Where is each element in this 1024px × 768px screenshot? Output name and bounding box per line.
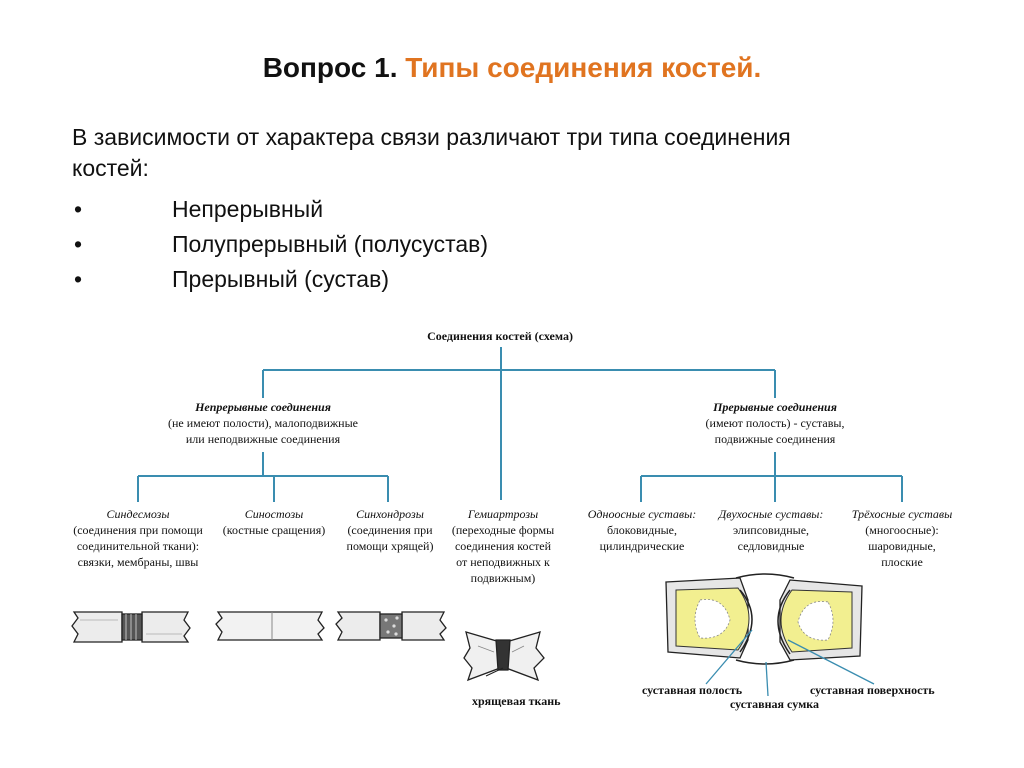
continuous-joints-line-2: (не имеют полости), малоподвижные [168, 416, 358, 430]
triaxial-joints-box: Трёхосные суставы (многоосные): шаровидн… [838, 506, 966, 570]
hemiarthroses-box: Гемиартрозы (переходные формы соединения… [446, 506, 560, 586]
joint-pointer-lines [705, 629, 875, 697]
intro-line-2: костей: [72, 155, 149, 181]
title-prefix: Вопрос 1 [262, 52, 390, 83]
slide-title: Вопрос 1. Типы соединения костей. [0, 52, 1024, 84]
triaxial-joints-line-3: шаровидные, [868, 539, 936, 553]
bullet-text: Непрерывный [172, 196, 324, 222]
biaxial-joints-line-2: элипсовидные, [732, 523, 810, 537]
biaxial-joints-line-3: седловидные [737, 539, 805, 553]
intro-line-1: В зависимости от характера связи различа… [72, 124, 791, 150]
synchondroses-line-2: (соединения при [347, 523, 433, 537]
joint-capsule-label: суставная сумка [730, 697, 819, 711]
hemiarthrosis-illustration [463, 631, 545, 682]
joint-cavity-label: суставная полость [642, 683, 743, 697]
title-dot: . [389, 52, 398, 83]
synchondroses-box: Синхондрозы (соединения при помощи хряще… [336, 506, 444, 554]
uniaxial-joints-heading: Одноосные суставы: [587, 507, 697, 521]
uniaxial-joints-line-3: цилиндрические [599, 539, 685, 553]
discontinuous-joints-box: Прерывные соединения (имеют полость) - с… [660, 399, 890, 447]
joint-surface-label: суставная поверхность [810, 683, 935, 697]
scheme-root-label: Соединения костей (схема) [427, 329, 573, 343]
title-main: Типы соединения костей. [405, 52, 762, 83]
bullet-dot: • [74, 196, 83, 222]
continuous-joints-line-3: или неподвижные соединения [185, 432, 341, 446]
synostoses-box: Синостозы (костные сращения) [214, 506, 334, 538]
triaxial-joints-line-4: плоские [881, 555, 923, 569]
triaxial-joints-line-2: (многоосные): [865, 523, 939, 537]
synchondrosis-illustration [335, 611, 447, 641]
bullet-dot: • [74, 231, 83, 257]
cartilage-tissue-label: хрящевая ткань [472, 694, 561, 708]
hemiarthroses-line-5: подвижным) [470, 571, 536, 585]
biaxial-joints-heading: Двухосные суставы: [718, 507, 824, 521]
synostoses-heading: Синостозы [244, 507, 304, 521]
bullet-text: Полупрерывный (полусустав) [172, 231, 489, 257]
discontinuous-joints-heading: Прерывные соединения [713, 400, 837, 414]
hemiarthroses-line-4: от неподвижных к [456, 555, 550, 569]
continuous-joints-heading: Непрерывные соединения [195, 400, 331, 414]
uniaxial-joints-box: Одноосные суставы: блоковидные, цилиндри… [574, 506, 710, 554]
joint-illustration [665, 573, 875, 697]
biaxial-joints-box: Двухосные суставы: элипсовидные, седлови… [704, 506, 838, 554]
discontinuous-joints-line-3: подвижные соединения [714, 432, 836, 446]
bullet-dot: • [74, 266, 83, 292]
triaxial-joints-heading: Трёхосные суставы [851, 507, 953, 521]
syndesmoses-heading: Синдесмозы [106, 507, 170, 521]
hemiarthroses-heading: Гемиартрозы [467, 507, 539, 521]
synostoses-line-2: (костные сращения) [222, 523, 326, 537]
syndesmoses-line-3: соединительной ткани): [76, 539, 200, 553]
syndesmoses-box: Синдесмозы (соединения при помощи соедин… [58, 506, 218, 570]
intro-text: В зависимости от характера связи различа… [72, 122, 932, 184]
uniaxial-joints-line-2: блоковидные, [606, 523, 678, 537]
synchondroses-heading: Синхондрозы [356, 507, 424, 521]
hemiarthroses-line-2: (переходные формы [451, 523, 555, 537]
connector-lines [137, 347, 903, 502]
syndesmoses-line-2: (соединения при помощи [73, 523, 203, 537]
syndesmosis-illustration [71, 611, 191, 643]
hemiarthroses-line-3: соединения костей [454, 539, 552, 553]
continuous-joints-box: Непрерывные соединения (не имеют полости… [130, 399, 396, 447]
synostosis-illustration [215, 611, 325, 641]
bullet-text: Прерывный (сустав) [172, 266, 389, 292]
discontinuous-joints-line-2: (имеют полость) - суставы, [705, 416, 845, 430]
synchondroses-line-3: помощи хрящей) [346, 539, 434, 553]
syndesmoses-line-4: связки, мембраны, швы [77, 555, 199, 569]
